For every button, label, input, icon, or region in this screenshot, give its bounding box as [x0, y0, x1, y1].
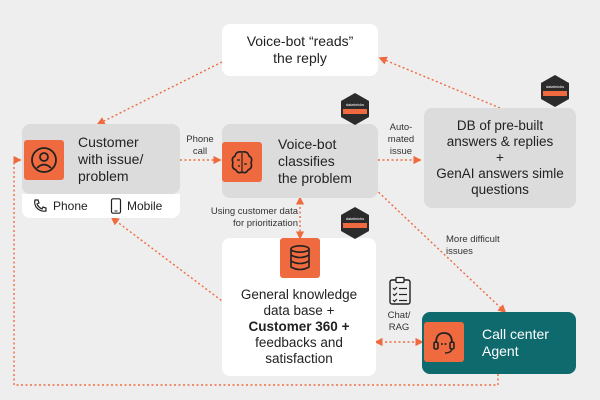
arrow-reads-to-customer: [96, 61, 223, 125]
knowledge-line3: Customer 360 +: [248, 319, 350, 334]
customer-icon: [24, 140, 64, 180]
brain-icon: [222, 142, 262, 182]
customer-line2: with issue/: [78, 150, 144, 167]
arrow-customer-knowledge: [110, 216, 236, 312]
badge-text: databricks: [546, 84, 564, 89]
customer-line3: problem: [78, 167, 129, 184]
knowledge-line1: General knowledge: [240, 287, 358, 302]
device-phone-label: Phone: [53, 199, 88, 213]
checklist-icon: [388, 276, 412, 311]
phone-icon: [34, 199, 47, 212]
label-automated-line1: Auto-: [389, 122, 413, 133]
databricks-badge-classifier: databricks: [340, 92, 370, 126]
arrow-classifier-to-agent: [371, 185, 507, 314]
agent-line1: Call center: [482, 326, 549, 342]
label-automated-line3: issue: [389, 146, 413, 157]
db-line4: GenAI answers simle: [436, 166, 564, 181]
reads-line2: the reply: [273, 50, 327, 66]
db-line3: +: [496, 150, 504, 165]
device-phone: Phone: [32, 198, 88, 214]
classifier-line1: Voice-bot: [278, 135, 337, 152]
label-difficult-line1: More difficult: [446, 234, 500, 245]
reads-line1: Voice-bot “reads”: [246, 33, 354, 49]
label-phone-call-line2: call: [192, 146, 208, 157]
mobile-icon: [110, 198, 122, 214]
knowledge-line5: satisfaction: [265, 351, 333, 366]
headset-icon: [424, 322, 464, 362]
badge-text: databricks: [346, 216, 364, 221]
arrow-agent-to-customer: [13, 155, 499, 386]
label-phone-call-line1: Phone: [186, 134, 214, 145]
databricks-badge-db: databricks: [540, 74, 570, 108]
classifier-line2: classifies: [278, 152, 335, 169]
device-mobile-label: Mobile: [127, 199, 163, 213]
classifier-line3: the problem: [278, 169, 352, 186]
db-line5: questions: [471, 182, 529, 197]
label-chat-line2: RAG: [388, 322, 410, 333]
db-line2: answers & replies: [446, 134, 554, 149]
badge-text: databricks: [346, 102, 364, 107]
databricks-badge-knowledge: databricks: [340, 206, 370, 240]
arrow-db-to-reads: [378, 56, 501, 109]
node-voicebot-reads: Voice-bot “reads”the reply: [222, 24, 378, 76]
label-automated-line2: mated: [387, 134, 415, 145]
customer-line1: Customer: [78, 133, 139, 150]
database-icon: [280, 238, 320, 278]
db-line1: DB of pre-built: [456, 118, 544, 133]
label-customer-data-line1: Using customer data: [210, 206, 298, 217]
devices-bar: [22, 194, 180, 218]
agent-line2: Agent: [482, 343, 519, 359]
label-customer-data-line2: for prioritization: [233, 218, 298, 229]
label-difficult-line2: issues: [446, 246, 473, 257]
device-mobile: Mobile: [110, 198, 162, 214]
knowledge-line4: feedbacks and: [255, 335, 343, 350]
label-chat-line1: Chat/: [387, 310, 411, 321]
knowledge-line2: data base +: [263, 303, 335, 318]
label-chat-rag: Chat/RAG: [382, 310, 416, 334]
